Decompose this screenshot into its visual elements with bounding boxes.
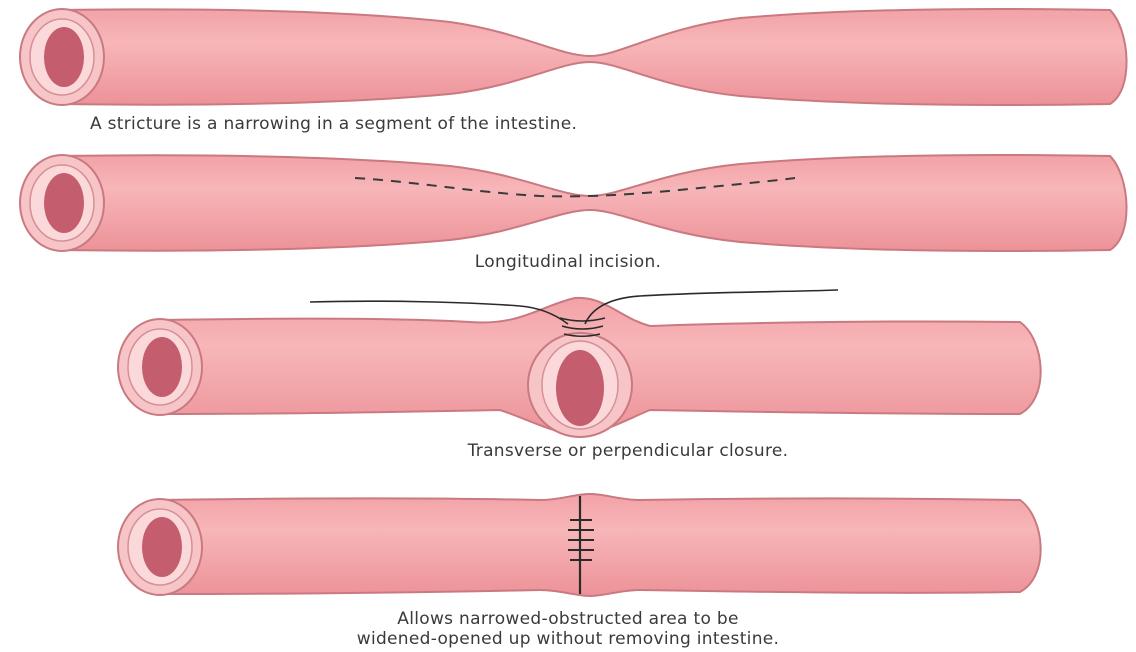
lumen-opening	[142, 337, 182, 397]
lumen-opening	[44, 27, 84, 87]
closure-caption: Transverse or perpendicular closure.	[60, 441, 1136, 461]
intestine-body	[160, 494, 1041, 596]
lumen-opening	[142, 517, 182, 577]
intestine-body	[62, 155, 1127, 251]
result-caption: Allows narrowed-obstructed area to be wi…	[0, 609, 1136, 649]
incision-caption: Longitudinal incision.	[0, 252, 1136, 272]
intestine-body	[62, 9, 1127, 105]
stricture-intestine	[20, 9, 1127, 105]
stricture-caption: A stricture is a narrowing in a segment …	[90, 114, 1090, 134]
incision-intestine	[20, 155, 1127, 251]
lumen-opening	[44, 173, 84, 233]
result-intestine	[118, 494, 1041, 596]
closure-intestine	[118, 290, 1041, 437]
opened-incision-lumen	[556, 350, 604, 426]
result-caption-line2: widened-opened up without removing intes…	[0, 629, 1136, 649]
result-caption-line1: Allows narrowed-obstructed area to be	[0, 609, 1136, 629]
